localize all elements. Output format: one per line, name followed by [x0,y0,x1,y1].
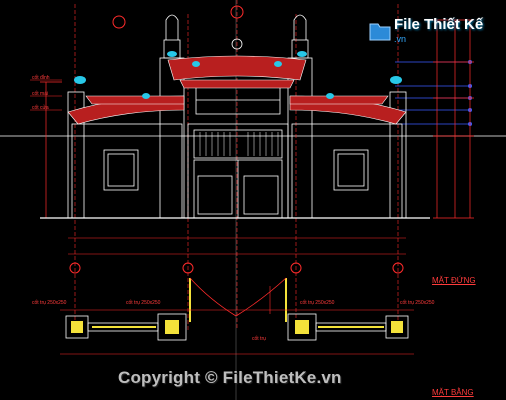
left-label-1: cốt đỉnh [32,75,50,81]
plan-yellow-walls [92,278,384,328]
door-label: cốt trụ [252,336,266,342]
left-label-leaders [30,79,62,111]
brand-logo-text: File Thiết Kế [394,16,484,33]
door-swings [189,277,287,317]
gate-elevation [40,39,430,219]
plan [65,313,409,341]
elevation-dimensions [68,237,406,255]
top-axis-markers [112,5,244,29]
folder-icon [369,23,391,41]
left-label-2: cốt mái [32,91,49,97]
left-label-3: cốt cửa [32,105,49,111]
elevation-section-title: MẶT ĐỨNG [432,276,476,285]
gate-lattice [199,132,279,156]
plan-label-4: cốt trụ 250x250 [400,300,435,306]
brand-logo-domain: .vn [394,34,407,44]
pillar-lanterns [165,14,307,50]
copyright-watermark: Copyright © FileThietKe.vn [118,368,342,387]
right-dimension-chain [433,19,474,219]
roof-ornaments [74,51,402,99]
axis-bubbles-bottom [69,262,404,274]
plan-dimensions [60,286,414,355]
brand-logo[interactable]: File Thiết Kế .vn [366,14,506,48]
plan-label-1: cốt trụ 250x250 [32,300,67,306]
plan-section-title: MẶT BẰNG [432,388,474,397]
plan-label-3: cốt trụ 250x250 [300,300,335,306]
roofs [67,55,407,125]
plan-label-2: cốt trụ 250x250 [126,300,161,306]
